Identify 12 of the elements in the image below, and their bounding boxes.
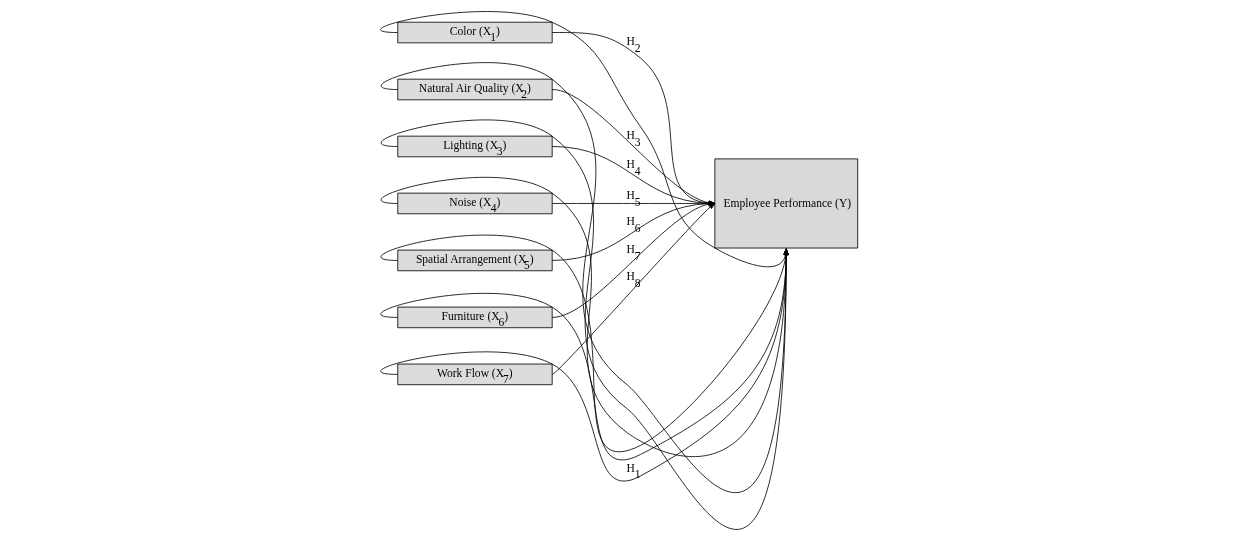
node-box: Employee Performance (Y)	[714, 158, 859, 249]
arrow	[380, 177, 789, 457]
arrow	[551, 201, 716, 261]
arrow	[551, 203, 716, 375]
arrow	[551, 201, 716, 318]
arrow	[551, 201, 716, 206]
arrow	[380, 62, 789, 493]
arrow	[551, 146, 716, 206]
arrow	[551, 89, 716, 206]
arrow	[551, 32, 716, 206]
arrow	[380, 119, 789, 530]
arrow	[380, 11, 789, 268]
